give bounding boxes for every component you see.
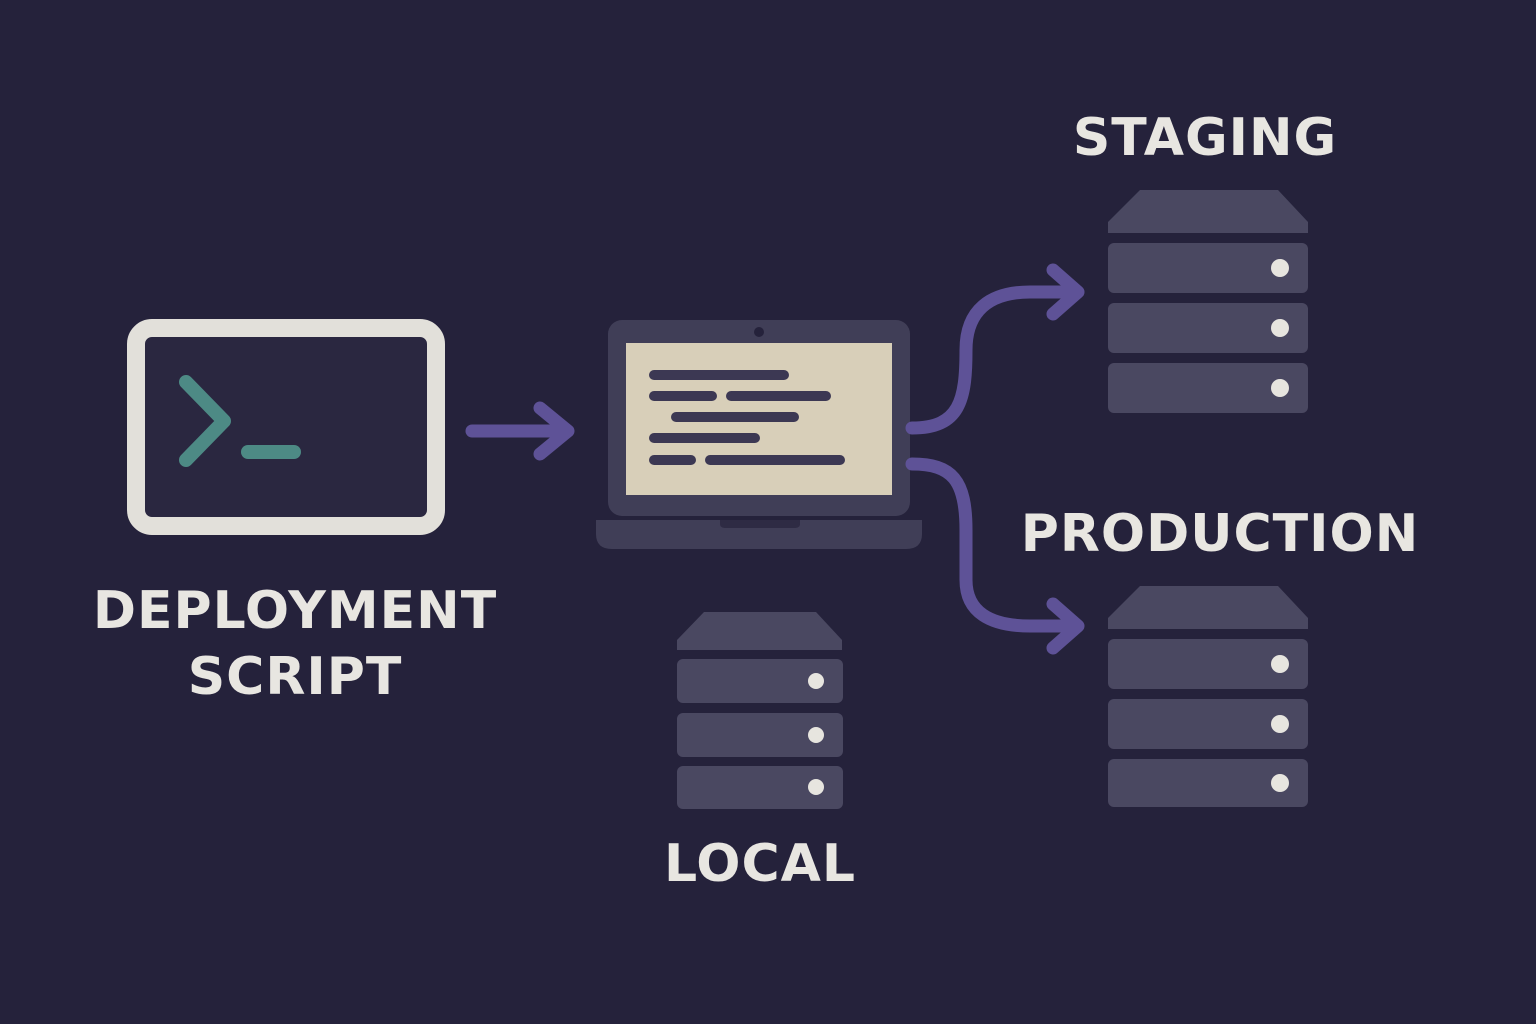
laptop-icon [596,320,922,549]
production-label: PRODUCTION [1020,504,1420,564]
deployment-script-label-line2: SCRIPT [187,647,403,707]
deployment-script-label-line1: DEPLOYMENT [92,581,498,641]
local-label: LOCAL [663,834,857,894]
deployment-script-label: DEPLOYMENT SCRIPT [60,578,530,710]
staging-server-icon [1108,190,1308,413]
camera-dot [754,327,764,337]
code-lines [649,370,845,465]
arrow-script-to-laptop [465,401,575,461]
arrow-laptop-to-production [905,457,1085,655]
laptop-base [596,520,922,549]
prompt-chevron-icon [179,375,231,467]
staging-label: STAGING [1072,108,1338,168]
local-server-icon [677,612,843,809]
terminal-icon [127,319,445,535]
production-server-icon [1108,586,1308,807]
arrow-laptop-to-staging [905,263,1085,435]
